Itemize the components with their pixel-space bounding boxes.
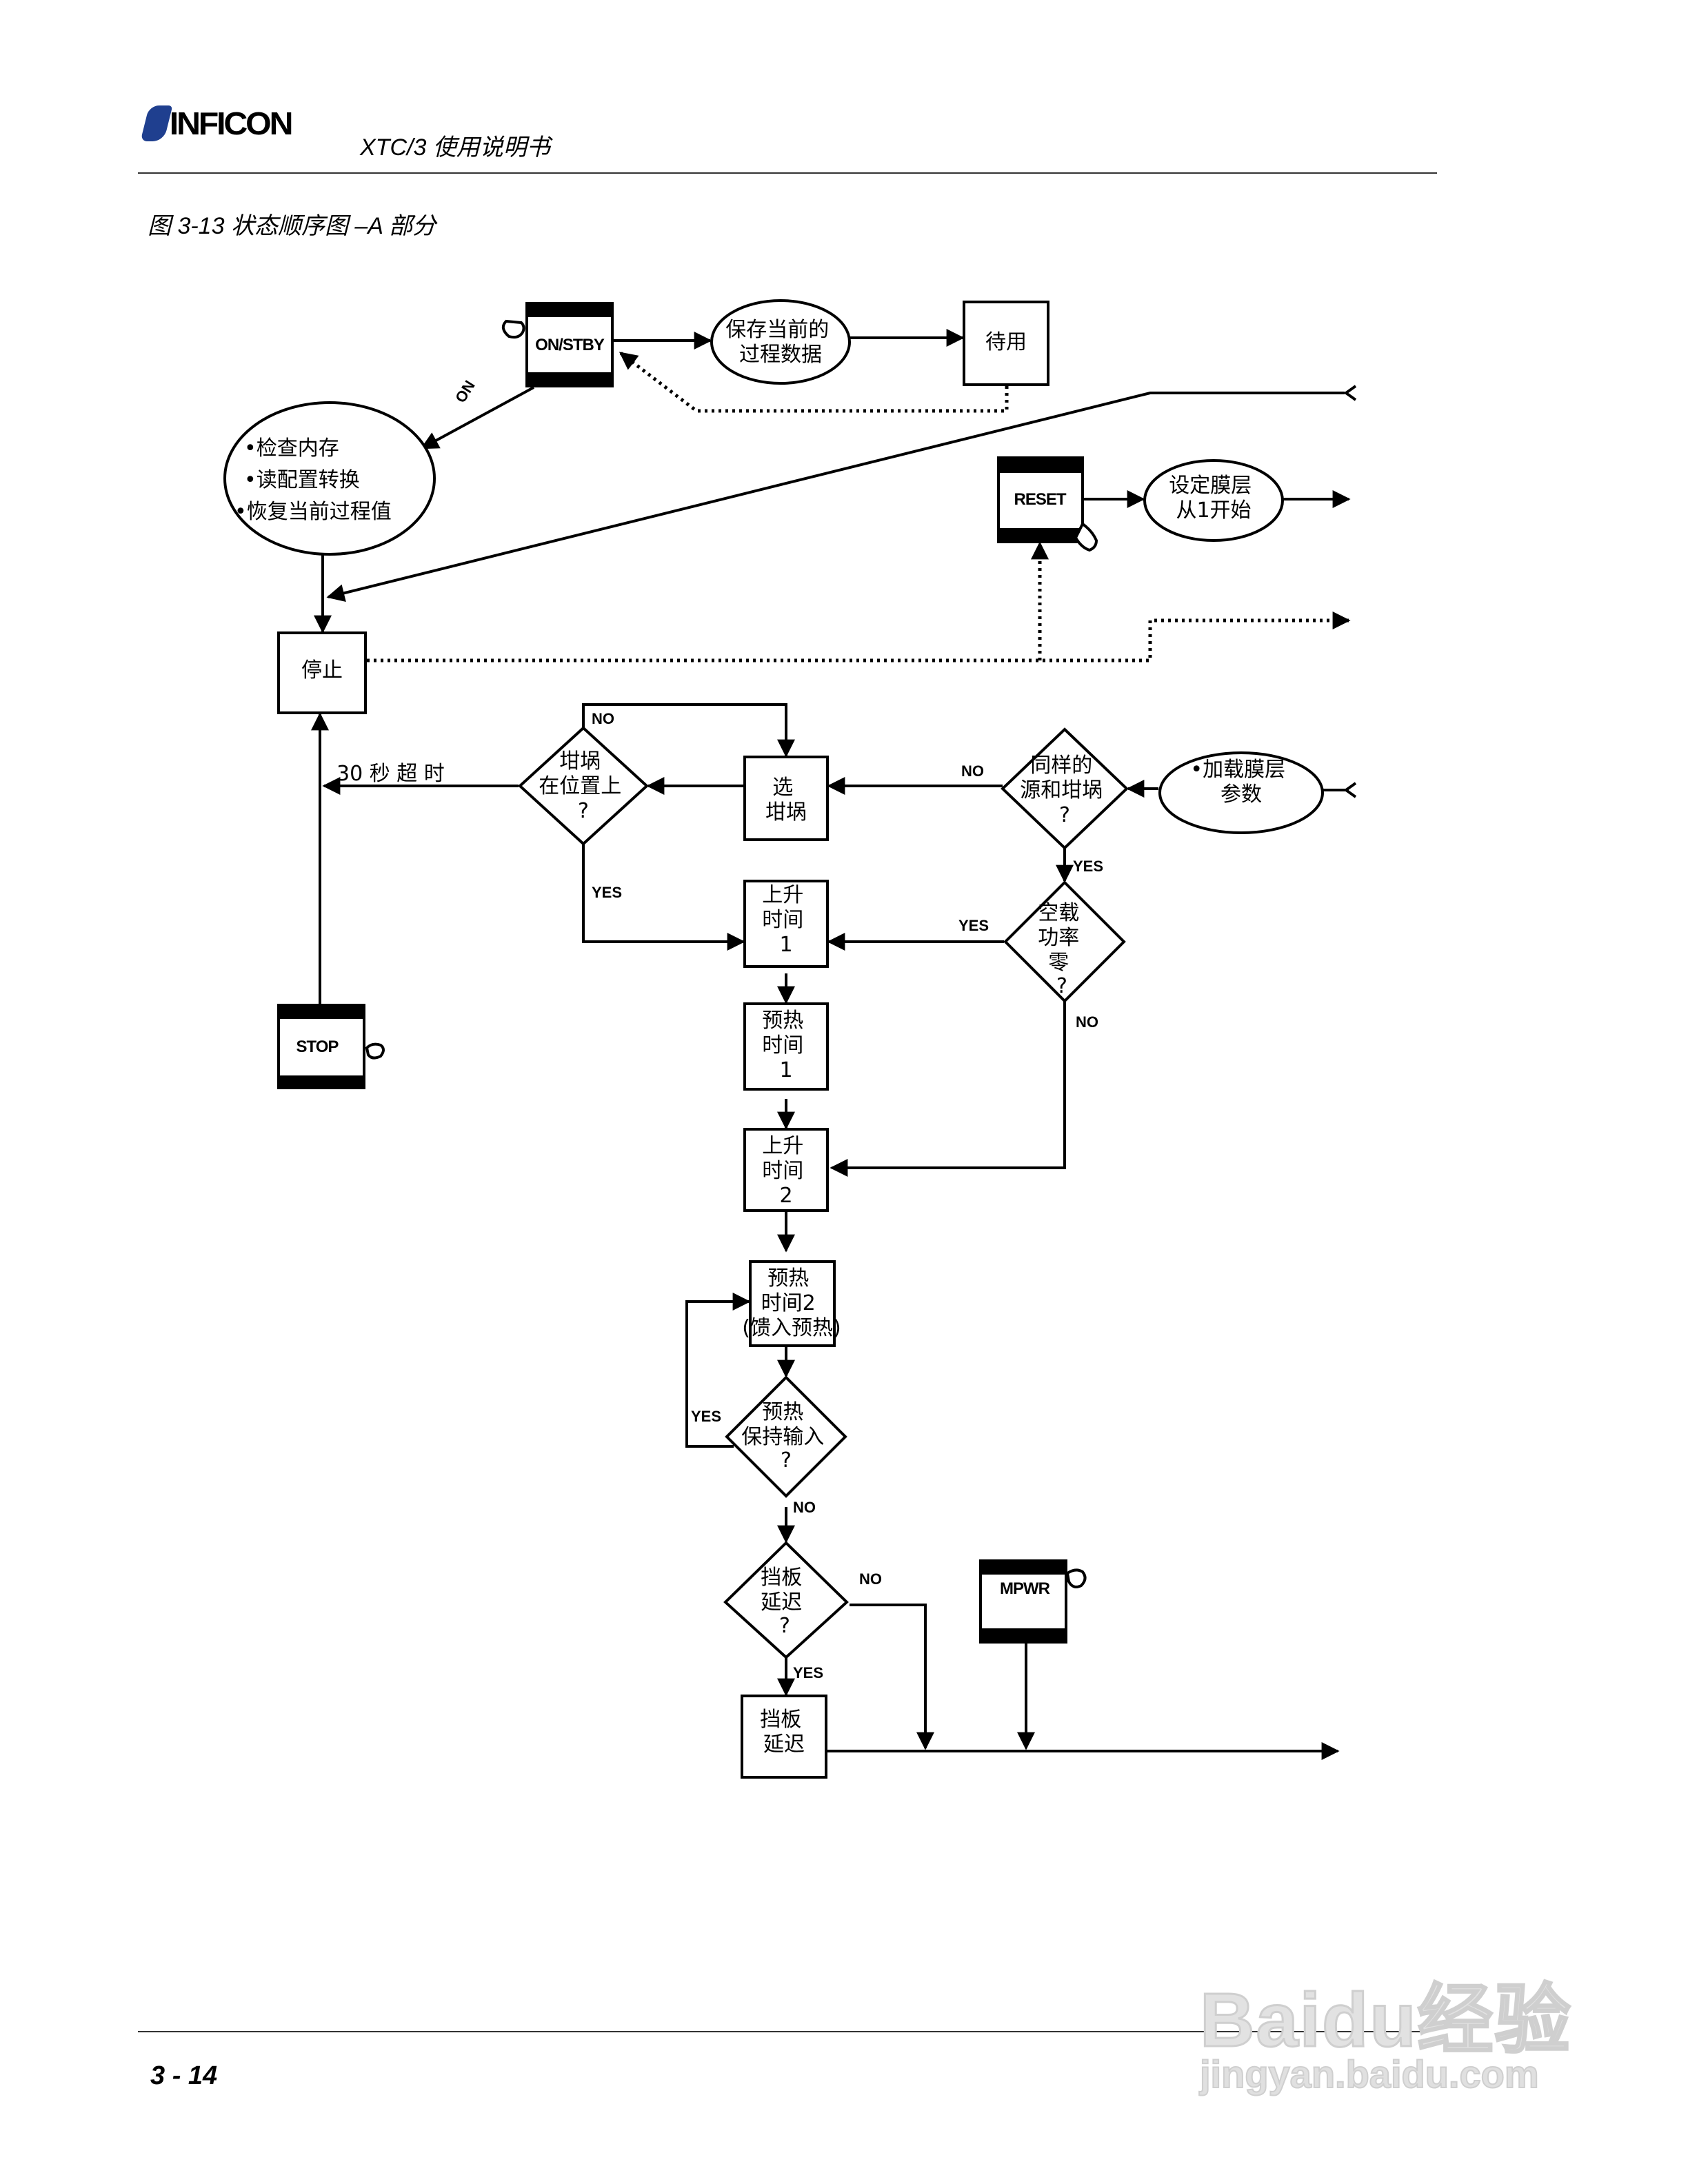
node-soak-time-1: 预热 时间 1	[743, 1002, 829, 1091]
node-text: 坩埚 在位置上 ?	[539, 749, 628, 823]
reset-key[interactable]: RESET	[997, 456, 1098, 552]
arrow-idle-no-to-rise2	[830, 1001, 1066, 1177]
logo-text: INFICON	[169, 105, 294, 141]
decision-same-source: 同样的 源和坩埚 ?	[1001, 727, 1129, 850]
arrow-on-to-startup	[420, 386, 534, 449]
node-text: 上升 时间 2	[762, 1134, 810, 1208]
pointing-hand-icon	[1074, 522, 1098, 552]
label-no: NO	[793, 1499, 816, 1516]
page-number: 3 - 14	[150, 2061, 218, 2090]
node-text: 待用	[985, 330, 1027, 354]
label-yes: YES	[793, 1664, 823, 1681]
arrow-hold-yes-loop	[685, 1293, 751, 1448]
arrow-return-to-stopped	[326, 392, 1345, 602]
mpwr-key[interactable]: MPWR	[979, 1559, 1087, 1644]
decision-soak-hold: 预热 保持输入 ?	[725, 1375, 847, 1498]
inficon-logo: INFICON	[140, 105, 293, 142]
pointing-hand-icon	[1065, 1568, 1087, 1588]
node-stopped: 停止	[277, 631, 367, 714]
node-text: 挡板 延迟	[760, 1708, 808, 1757]
dotted-stopped-out	[367, 611, 1351, 663]
node-text: 空载 功率 零 ?	[1038, 901, 1086, 998]
node-text: 同样的 源和坩埚 ?	[1020, 754, 1109, 827]
reset-label: RESET	[1014, 490, 1066, 509]
node-rise-time-2: 上升 时间 2	[743, 1128, 829, 1212]
label-timeout: 30 秒 超 时	[336, 762, 445, 786]
header-divider	[138, 172, 1437, 174]
decision-crucible-in-position: 坩埚 在位置上 ?	[518, 726, 649, 846]
document-title: XTC/3 使用说明书	[360, 134, 550, 161]
arrow-no-to-select-crucible	[582, 703, 795, 758]
node-text: 上升 时间 1	[762, 883, 810, 957]
label-no: NO	[1076, 1013, 1098, 1031]
node-text: 停止	[301, 658, 343, 682]
on-stby-key[interactable]: ON/STBY	[501, 302, 614, 387]
baidu-watermark: Baidu经验 jingyan.baidu.com	[1199, 1917, 1586, 2097]
node-load-params: •加载膜层 参数	[1158, 751, 1324, 834]
node-set-layer: 设定膜层 从1开始	[1143, 459, 1284, 542]
node-soak-time-2: 预热 时间2 (馈入预热)	[742, 1260, 841, 1347]
node-standby: 待用	[963, 301, 1049, 386]
node-text: 选 坩埚	[765, 776, 807, 825]
node-shutter-delay: 挡板 延迟	[741, 1695, 827, 1779]
node-text: •加载膜层 参数	[1190, 758, 1292, 807]
label-yes: YES	[1073, 858, 1103, 875]
watermark-url: jingyan.baidu.com	[1199, 2052, 1540, 2096]
node-text: 设定膜层 从1开始	[1169, 474, 1258, 523]
node-text: 挡板 延迟 ?	[761, 1566, 809, 1638]
node-startup: •检查内存 •读配置转换 •恢复当前过程值	[223, 401, 436, 556]
arrow-shutter-q-no	[850, 1604, 934, 1750]
node-text: 预热 保持输入 ?	[741, 1400, 831, 1473]
figure-caption: 图 3-13 状态顺序图 –A 部分	[148, 213, 436, 239]
mpwr-label: MPWR	[1000, 1579, 1050, 1598]
watermark-brand: Baidu经验	[1199, 1977, 1572, 2064]
connectors	[311, 329, 1357, 1760]
node-rise-time-1: 上升 时间 1	[743, 880, 829, 968]
label-yes: YES	[691, 1408, 721, 1425]
label-yes: YES	[958, 917, 989, 934]
label-no: NO	[592, 710, 614, 727]
node-text: 保存当前的 过程数据	[725, 318, 836, 367]
stop-key[interactable]: STOP	[277, 1004, 385, 1089]
pointing-hand-icon	[501, 319, 525, 339]
offpage-connector-top	[1343, 385, 1357, 401]
pointing-hand-icon	[365, 1042, 385, 1060]
footer-divider	[138, 2031, 1426, 2032]
node-text: 预热 时间2 (馈入预热)	[742, 1266, 841, 1340]
label-no: NO	[859, 1570, 882, 1588]
stop-label: STOP	[297, 1038, 339, 1056]
label-on: ON	[452, 377, 479, 405]
node-save-data: 保存当前的 过程数据	[710, 299, 851, 385]
node-text: 预热 时间 1	[762, 1009, 810, 1082]
on-stby-label: ON/STBY	[535, 336, 605, 354]
label-no: NO	[961, 762, 984, 780]
node-text: •检查内存 •读配置转换 •恢复当前过程值	[234, 436, 392, 524]
decision-shutter-delay: 挡板 延迟 ?	[723, 1541, 849, 1659]
node-select-crucible: 选 坩埚	[743, 756, 829, 841]
offpage-connector-mid	[1343, 782, 1357, 798]
decision-idle-power-zero: 空载 功率 零 ?	[1003, 880, 1126, 1003]
dotted-standby-back-to-onstby	[619, 352, 1009, 413]
arrow-crucible-yes-to-rise1	[582, 844, 745, 951]
label-yes: YES	[592, 884, 622, 901]
